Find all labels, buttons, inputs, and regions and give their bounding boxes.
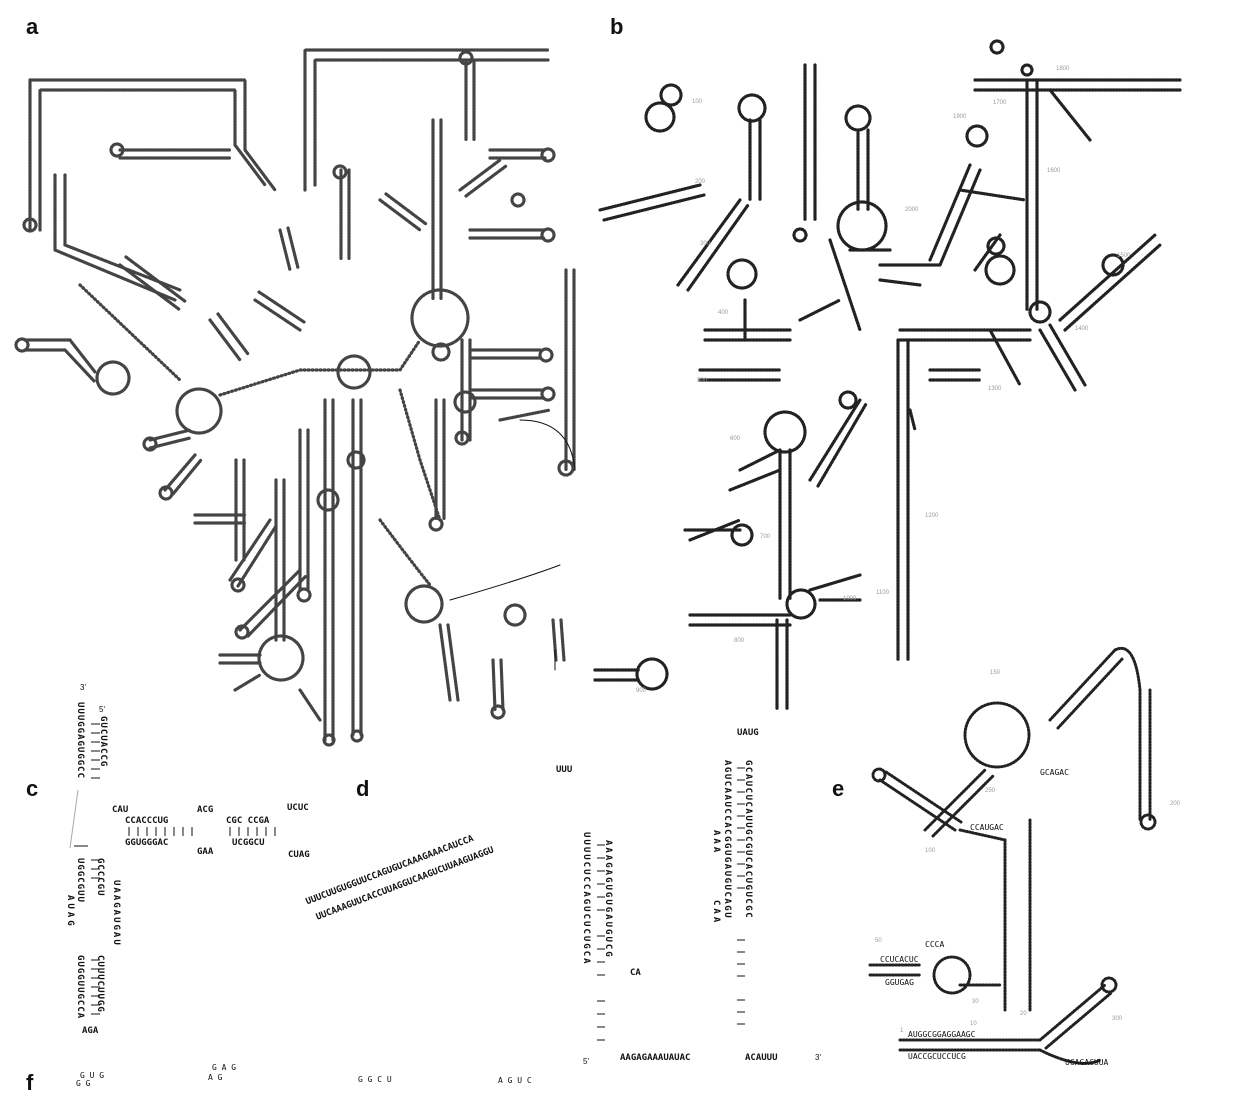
svg-text:CA: CA [630,968,641,978]
svg-text:CAA: CAA [711,900,721,925]
panel-b-structure [593,39,1182,712]
svg-text:AAA: AAA [711,830,721,855]
svg-text:200: 200 [1170,801,1181,807]
panel-c-arm-top: CCACCCUG [125,816,168,826]
panel-e-text: UCAGACUUA AUGGCGGAGGAAGC UACCGCUCCUCG CC… [875,670,1181,1067]
svg-text:CUAG: CUAG [288,850,310,860]
svg-text:1700: 1700 [993,100,1007,106]
panel-b-numbering: 100 200 300 400 500 600 700 800 900 1000… [636,66,1131,694]
svg-text:CCCA: CCCA [925,940,944,949]
svg-text:1600: 1600 [1047,168,1061,174]
svg-text:G G: G G [76,1079,91,1086]
svg-text:UUU: UUU [556,765,572,775]
svg-text:800: 800 [734,638,745,644]
svg-text:GCAGAC: GCAGAC [1040,768,1069,777]
svg-text:GGUGAG: GGUGAG [885,978,914,987]
svg-text:400: 400 [718,310,729,316]
panel-f-structure-fragment: G U G G G G A G A G G G C U A G U C [76,1063,532,1086]
panel-c-structure: 3' 5' UUUGGAGUGGCC GUCUACCG CCACCCUG GGU… [65,683,310,1036]
panel-e-bottom-bottom: UACCGCUCCUCG [908,1052,966,1061]
svg-text:1200: 1200 [925,513,939,519]
svg-text:100: 100 [692,99,703,105]
panel-c-top-stem-left: UUUGGAGUGGCC [75,702,85,779]
svg-text:CUUUCUUGG: CUUUCUUGG [95,955,105,1013]
svg-text:150: 150 [990,670,1001,676]
svg-text:UGGCGUU: UGGCGUU [75,858,85,903]
svg-text:300: 300 [1112,1016,1123,1022]
svg-text:900: 900 [636,688,647,694]
svg-text:500: 500 [697,378,708,384]
svg-text:100: 100 [925,848,936,854]
svg-text:600: 600 [730,436,741,442]
svg-text:50: 50 [875,938,882,944]
svg-text:1500: 1500 [1117,253,1131,259]
svg-text:CAU: CAU [112,805,128,815]
panel-c-arm2-bottom: UCGGCU [232,838,265,848]
svg-text:G A G: G A G [212,1063,236,1072]
svg-text:GUGGUUGCCA: GUGGUUGCCA [75,955,85,1019]
svg-text:1300: 1300 [988,386,1002,392]
panel-d-bottom-strand: AAGAGAAAUAUAC [620,1053,690,1063]
svg-text:AGUCAAUCCACGGUGAUGUCAGU: AGUCAAUCCACGGUGAUGUCAGU [722,760,732,919]
panel-c-arm2-top: CGC CCGA [226,816,270,826]
panel-d-structure: UUUCUUGUGGUUCCAGUGUCAAAGAAACAUCCA UUCAAA… [305,728,822,1066]
panel-e-bottom-top: AUGGCGGAGGAAGC [908,1030,976,1039]
svg-text:UAAGAUGAU: UAAGAUGAU [111,880,121,947]
svg-text:ACAUUU: ACAUUU [745,1053,778,1063]
panel-e-structure [868,647,1157,1065]
svg-text:AAAGAGUGUGAUGUCG: AAAGAGUGUGAUGUCG [603,840,613,959]
svg-text:G G C U: G G C U [358,1075,392,1084]
svg-text:20: 20 [1020,1011,1027,1017]
svg-text:1900: 1900 [953,114,967,120]
svg-text:UUUUCUCCAGUCUCUGCA: UUUUCUCCAGUCUCUGCA [581,832,591,966]
svg-text:30: 30 [972,999,979,1005]
svg-text:1100: 1100 [876,590,890,596]
panel-label-a: a [26,14,39,39]
svg-text:1400: 1400 [1075,326,1089,332]
svg-text:A G: A G [208,1073,223,1082]
svg-text:GAA: GAA [197,847,214,857]
svg-text:10: 10 [970,1021,977,1027]
svg-text:CCAUGAC: CCAUGAC [970,823,1004,832]
svg-text:1800: 1800 [1056,66,1070,72]
svg-text:UCAGACUUA: UCAGACUUA [1065,1058,1109,1067]
panel-a-structure [14,48,576,747]
svg-text:GCCCGU: GCCCGU [95,858,105,897]
panel-c-arm-bottom: GGUGGGAC [125,838,168,848]
panel-label-b: b [610,14,624,39]
svg-text:UAUG: UAUG [737,728,759,738]
svg-text:UCUC: UCUC [287,803,309,813]
panel-c-top-stem-right: GUCUACCG [98,716,108,767]
svg-text:300: 300 [700,241,711,247]
svg-text:3': 3' [80,683,86,692]
svg-text:CCUCACUC: CCUCACUC [880,955,919,964]
svg-text:2000: 2000 [905,207,919,213]
svg-text:5': 5' [99,705,105,714]
svg-text:AUAG: AUAG [65,895,75,929]
svg-text:3': 3' [815,1053,821,1062]
svg-text:5': 5' [583,1057,589,1066]
panel-label-e: e [832,776,845,801]
svg-text:A G U C: A G U C [498,1076,532,1085]
svg-text:GCAUCUCAUUGCGUCACUGUCGC: GCAUCUCAUUGCGUCACUGUCGC [743,760,753,919]
svg-text:700: 700 [760,534,771,540]
svg-text:G U G: G U G [80,1071,104,1080]
svg-text:1: 1 [900,1028,904,1034]
svg-text:AGA: AGA [82,1026,99,1036]
panel-label-d: d [356,776,370,801]
svg-text:200: 200 [695,179,706,185]
svg-text:ACG: ACG [197,805,213,815]
panel-label-c: c [26,776,39,801]
svg-text:1000: 1000 [843,596,857,602]
panel-label-f: f [26,1070,34,1095]
svg-text:250: 250 [985,788,996,794]
